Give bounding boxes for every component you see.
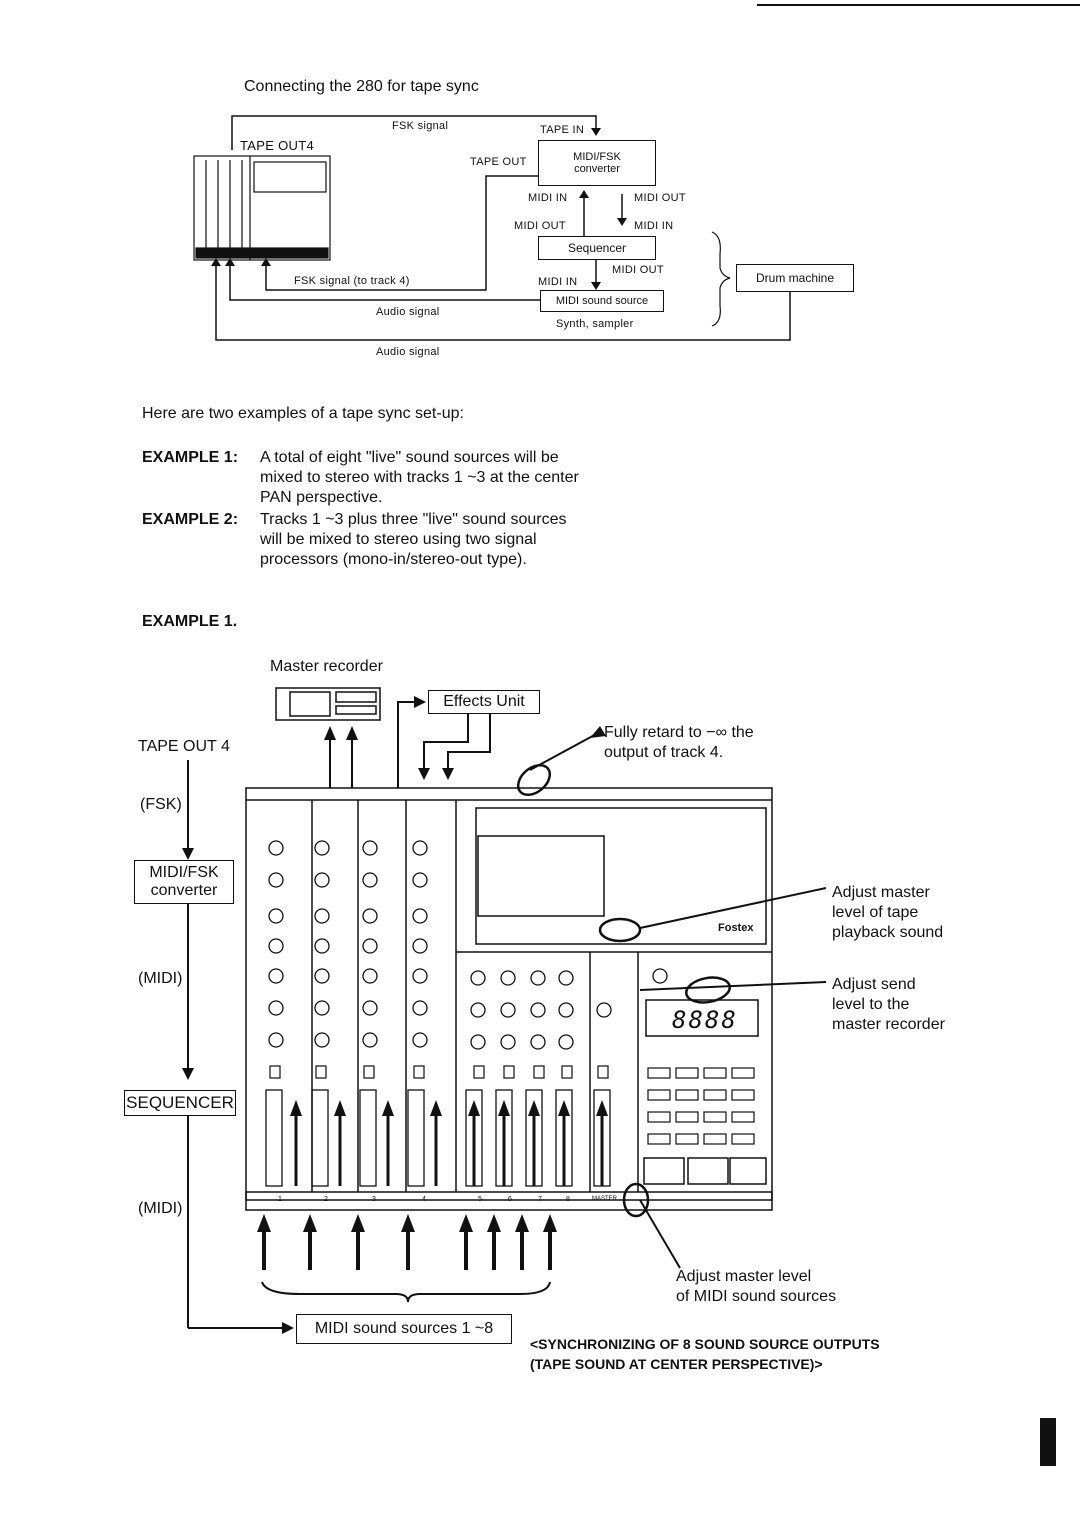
example2-line3: processors (mono-in/stereo-out type).	[260, 551, 527, 568]
adjust-master-line1: Adjust master	[832, 884, 930, 901]
fsk-signal-track4-label: FSK signal (to track 4)	[294, 275, 410, 287]
midi-sound-sources-box: MIDI sound sources 1 ~8	[296, 1314, 512, 1344]
midi-in-2: MIDI IN	[634, 220, 674, 232]
example1-line2: mixed to stereo with tracks 1 ~3 at the …	[260, 469, 579, 486]
ch-2: 2	[324, 1196, 328, 1203]
fsk-label: (FSK)	[140, 796, 182, 813]
master-label: MASTER	[592, 1196, 618, 1202]
fsk-signal-label: FSK signal	[392, 120, 449, 132]
master-recorder-label: Master recorder	[270, 658, 383, 675]
example2-line1: Tracks 1 ~3 plus three "live" sound sour…	[260, 511, 567, 528]
ch-4: 4	[422, 1196, 426, 1203]
example2-line2: will be mixed to stereo using two signal	[260, 531, 537, 548]
ch-3: 3	[372, 1196, 376, 1203]
audio-signal-1: Audio signal	[376, 306, 440, 318]
adjust-send-line1: Adjust send	[832, 976, 916, 993]
midi-out-1: MIDI OUT	[634, 192, 686, 204]
midi-fsk-converter-box: MIDI/FSK converter	[538, 140, 656, 186]
example1-label: EXAMPLE 1:	[142, 449, 239, 466]
adjust-send-line3: master recorder	[832, 1016, 945, 1033]
master-recorder-illustration	[275, 687, 381, 721]
display-digits: 8888	[672, 1006, 738, 1034]
midi-fsk-line2: converter	[150, 882, 218, 899]
midi-label-b: (MIDI)	[138, 1200, 183, 1217]
example2-label: EXAMPLE 2:	[142, 511, 239, 528]
midi-sound-source-box: MIDI sound source	[540, 290, 664, 312]
ch-1: 1	[278, 1196, 282, 1203]
adjust-master-line3: playback sound	[832, 924, 944, 941]
knob-grid	[268, 840, 668, 1050]
tape-in-label: TAPE IN	[540, 124, 585, 136]
adjust-send-line2: level to the	[832, 996, 910, 1013]
fully-retard-line1: Fully retard to −∞ the	[604, 724, 754, 741]
ch-5: 5	[478, 1196, 482, 1203]
midi-in-3: MIDI IN	[538, 276, 578, 288]
converter-line2: converter	[574, 163, 620, 175]
ch-8: 8	[566, 1196, 570, 1203]
example1-line1: A total of eight "live" sound sources wi…	[260, 449, 559, 466]
caption-line1: <SYNCHRONIZING OF 8 SOUND SOURCE OUTPUTS	[530, 1336, 880, 1352]
tape-out4-label: TAPE OUT4	[240, 138, 314, 153]
adjust-master-line2: level of tape	[832, 904, 919, 921]
brace	[711, 231, 731, 327]
midi-out-3: MIDI OUT	[612, 264, 664, 276]
effects-unit-box: Effects Unit	[428, 690, 540, 714]
caption-line2: (TAPE SOUND AT CENTER PERSPECTIVE)>	[530, 1356, 823, 1372]
midi-label-a: (MIDI)	[138, 970, 183, 987]
ch-6: 6	[508, 1196, 512, 1203]
adjust-midi-line2: of MIDI sound sources	[676, 1288, 837, 1305]
top-rule	[757, 4, 1080, 6]
intro-text: Here are two examples of a tape sync set…	[142, 405, 464, 422]
midi-in-1: MIDI IN	[528, 192, 568, 204]
drum-machine-box: Drum machine	[736, 264, 854, 292]
fully-retard-line2: output of track 4.	[604, 744, 724, 761]
tape-out-label: TAPE OUT	[470, 156, 527, 168]
converter-line1: MIDI/FSK	[573, 151, 621, 163]
ch-7: 7	[538, 1196, 542, 1203]
example-heading: EXAMPLE 1.	[142, 613, 238, 630]
tape-out-4-label: TAPE OUT 4	[138, 738, 230, 755]
example1-line3: PAN perspective.	[260, 489, 383, 506]
synth-sampler-label: Synth, sampler	[556, 318, 634, 330]
audio-signal-2: Audio signal	[376, 346, 440, 358]
diagram-title: Connecting the 280 for tape sync	[244, 78, 479, 95]
page-edge-marker	[1040, 1418, 1056, 1466]
midi-out-2: MIDI OUT	[514, 220, 566, 232]
mixer-small-illustration	[193, 155, 331, 261]
sequencer-box: Sequencer	[538, 236, 656, 260]
sequencer-box-large: SEQUENCER	[124, 1090, 236, 1116]
midi-fsk-converter-box-large: MIDI/FSK converter	[134, 860, 234, 904]
midi-fsk-line1: MIDI/FSK	[149, 864, 219, 881]
brand-logo: Fostex	[718, 922, 754, 934]
adjust-midi-line1: Adjust master level	[676, 1268, 812, 1285]
